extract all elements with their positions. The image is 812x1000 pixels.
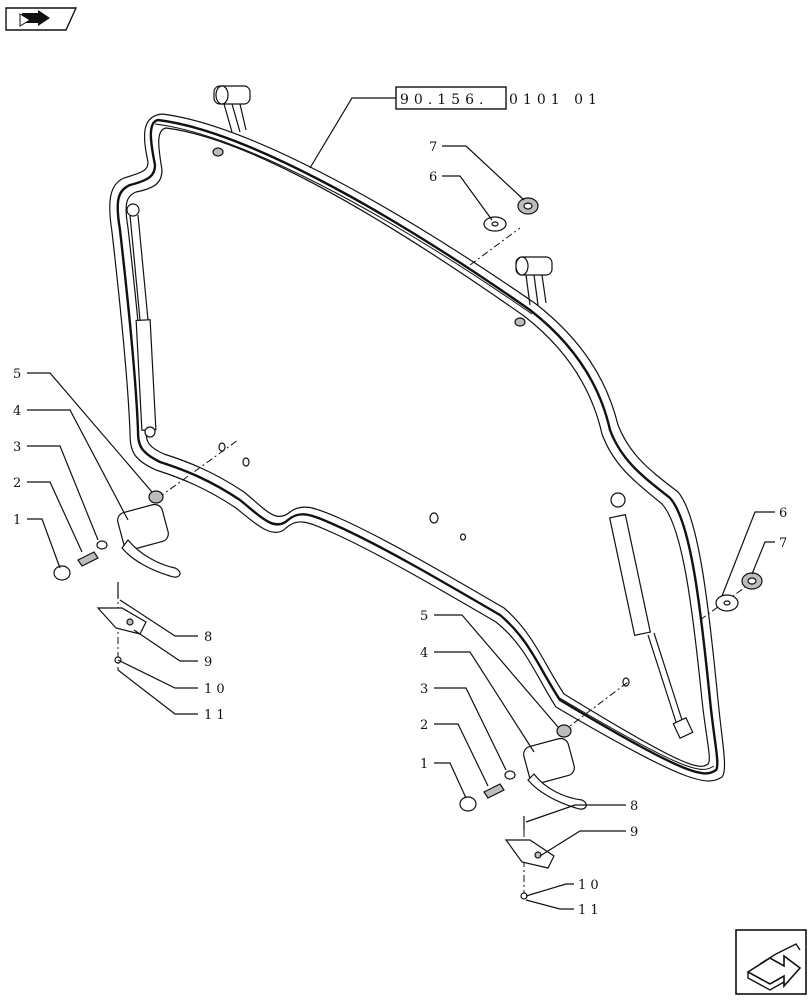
callout-right-1: 1 xyxy=(420,757,428,772)
callout-right-5: 5 xyxy=(420,609,428,624)
callout-left-2: 2 xyxy=(13,476,21,491)
reference-suffix: 0101 01 xyxy=(509,92,602,108)
hinge-center xyxy=(514,256,553,327)
callout-right-6: 6 xyxy=(779,506,787,521)
washer-nut-right xyxy=(715,572,763,612)
next-page-arrow-icon[interactable] xyxy=(735,929,807,995)
left-latch-assembly xyxy=(53,490,181,664)
gas-strut-right xyxy=(608,492,694,740)
reference-code: 90.156. 0101 01 xyxy=(309,86,602,169)
reference-prefix: 90.156. xyxy=(400,92,488,108)
callout-right-8: 8 xyxy=(630,799,638,814)
gas-strut-left xyxy=(126,203,157,438)
window-frame xyxy=(109,113,726,782)
callout-top-7: 7 xyxy=(429,140,437,155)
callout-right-2: 2 xyxy=(420,718,428,733)
callouts-right: 1 2 3 4 5 8 9 1 0 1 1 xyxy=(420,609,638,918)
right-latch-assembly xyxy=(459,724,587,900)
hinge-top-left xyxy=(212,85,251,157)
callouts-left: 1 2 3 4 5 8 9 1 0 1 1 xyxy=(13,367,225,723)
callout-right-9: 9 xyxy=(630,825,638,840)
callout-right-3: 3 xyxy=(420,682,428,697)
callout-right-11: 1 1 xyxy=(578,903,599,918)
callouts-right-side: 6 7 xyxy=(721,506,787,597)
callout-right-10: 1 0 xyxy=(578,878,599,893)
callout-right-4: 4 xyxy=(420,646,428,661)
callout-left-10: 1 0 xyxy=(204,682,225,697)
callout-left-3: 3 xyxy=(13,440,21,455)
callout-left-5: 5 xyxy=(13,367,21,382)
callout-right-7: 7 xyxy=(779,536,787,551)
axis-lines xyxy=(117,227,756,900)
callout-top-6: 6 xyxy=(429,170,437,185)
callouts-top: 7 6 xyxy=(429,140,525,221)
callout-left-1: 1 xyxy=(13,513,21,528)
callout-left-4: 4 xyxy=(13,404,21,419)
callout-left-9: 9 xyxy=(204,655,212,670)
washer-nut-top xyxy=(483,197,539,232)
book-arrow-icon[interactable] xyxy=(5,7,78,31)
frame-holes xyxy=(218,442,630,687)
callout-left-11: 1 1 xyxy=(204,708,225,723)
callout-left-8: 8 xyxy=(204,630,212,645)
